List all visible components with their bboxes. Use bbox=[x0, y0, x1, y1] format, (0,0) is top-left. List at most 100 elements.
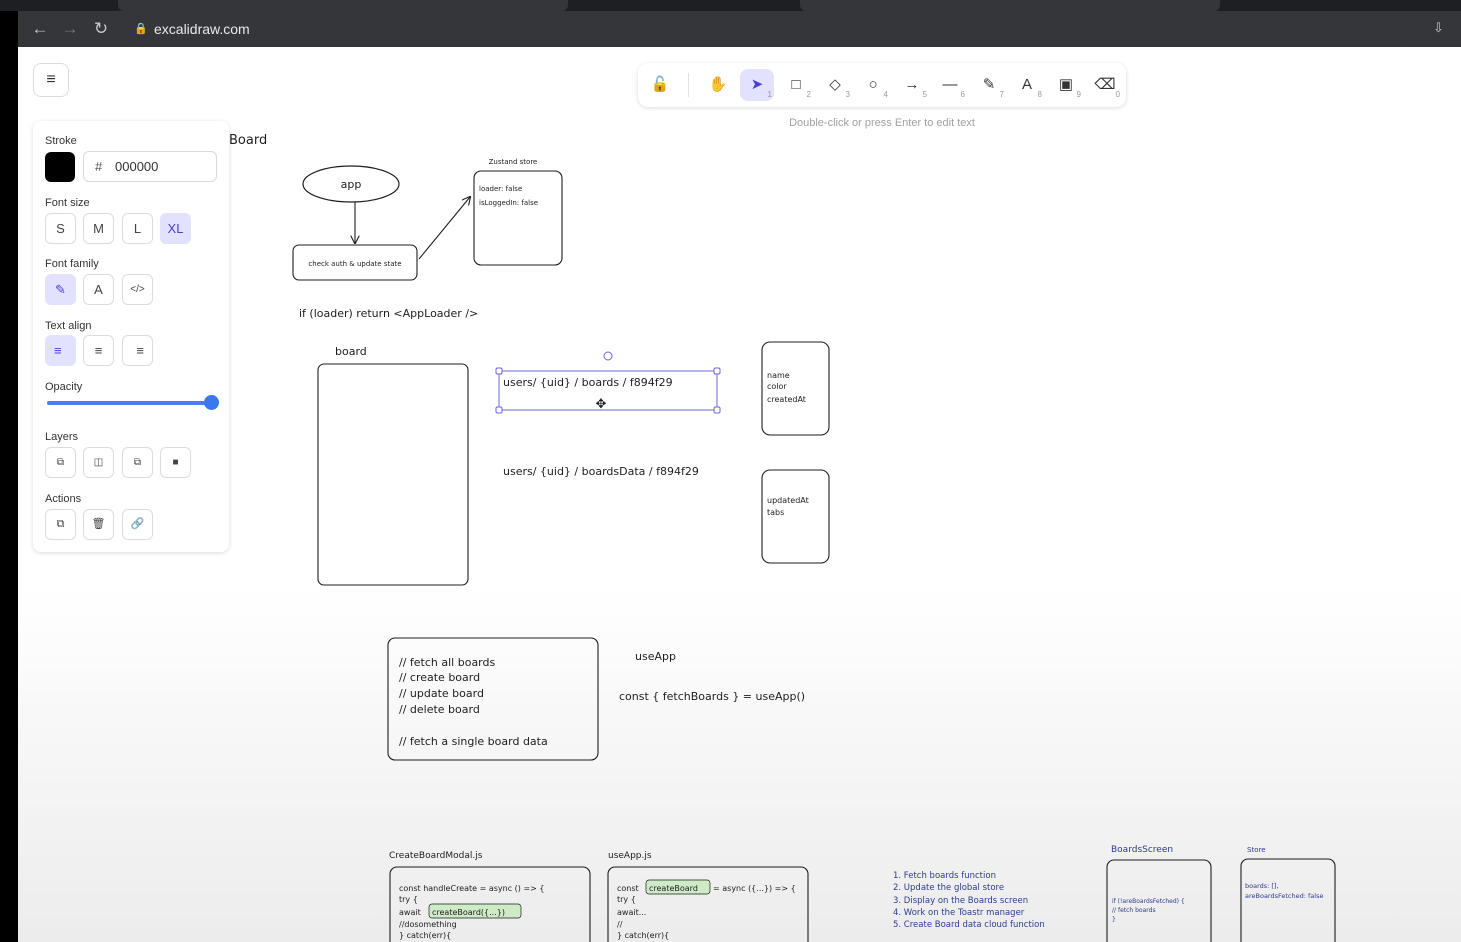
tool-diamond[interactable]: ◇3 bbox=[818, 69, 852, 101]
board-data-fields-box[interactable] bbox=[761, 469, 830, 564]
resize-handle[interactable] bbox=[713, 406, 721, 414]
align-left-button[interactable]: ≡ bbox=[45, 335, 76, 366]
modal-code-box[interactable] bbox=[389, 866, 591, 942]
trash-icon: 🗑 bbox=[91, 518, 106, 530]
path-boards-text[interactable]: users/ {uid} / boards / f894f29 bbox=[503, 376, 673, 389]
send-backward-button[interactable]: ◫ bbox=[83, 447, 114, 478]
modal-code-line: //dosomething bbox=[399, 920, 457, 929]
board-title[interactable]: Board bbox=[229, 133, 267, 148]
zustand-store-box[interactable] bbox=[473, 170, 563, 266]
browser-tab[interactable] bbox=[118, 0, 568, 11]
tool-eraser[interactable]: ⌫0 bbox=[1088, 69, 1122, 101]
arrow-right-icon[interactable]: → bbox=[61, 19, 79, 38]
boards-screen-box[interactable] bbox=[1106, 859, 1212, 942]
store-code: boards: [], bbox=[1245, 882, 1279, 890]
tool-rectangle[interactable]: □2 bbox=[779, 69, 813, 101]
useappjs-code-line: = async ({...}) => { bbox=[713, 884, 796, 893]
board-rect[interactable] bbox=[317, 363, 469, 586]
font-family-label: Font family bbox=[45, 258, 99, 270]
align-right-button[interactable]: ≡ bbox=[122, 335, 153, 366]
step-item[interactable]: 2. Update the global store bbox=[893, 883, 1004, 893]
font-size-s-button[interactable]: S bbox=[45, 213, 76, 244]
arrow-left-icon[interactable]: ← bbox=[31, 19, 49, 38]
font-hand-drawn-button[interactable]: ✎ bbox=[45, 274, 76, 305]
shortcut-key: 3 bbox=[845, 90, 850, 99]
step-item[interactable]: 5. Create Board data cloud function bbox=[893, 920, 1045, 930]
opacity-label: Opacity bbox=[45, 381, 83, 393]
useapp-label[interactable]: useApp bbox=[635, 650, 676, 663]
store-code: areBoardsFetched: false bbox=[1245, 892, 1323, 900]
font-size-xl-button[interactable]: XL bbox=[160, 213, 191, 244]
modal-file-label[interactable]: CreateBoardModal.js bbox=[389, 851, 483, 861]
tool-selection[interactable]: ➤1 bbox=[740, 69, 774, 101]
useapp-code[interactable]: const { fetchBoards } = useApp() bbox=[619, 690, 805, 703]
resize-handle[interactable] bbox=[495, 406, 503, 414]
todo-line: // delete board bbox=[399, 703, 480, 716]
align-center-button[interactable]: ≡ bbox=[83, 335, 114, 366]
tool-lock[interactable]: 🔓 bbox=[643, 69, 677, 101]
loader-code[interactable]: if (loader) return <AppLoader /> bbox=[299, 307, 478, 320]
font-normal-button[interactable]: A bbox=[83, 274, 114, 305]
store-title[interactable]: Store bbox=[1247, 846, 1266, 854]
install-app-icon[interactable]: ⇩ bbox=[1433, 20, 1444, 35]
font-size-label: Font size bbox=[45, 197, 90, 209]
tool-hand[interactable]: ✋ bbox=[701, 69, 735, 101]
send-to-back-button[interactable]: ⧉ bbox=[45, 447, 76, 478]
code-icon: </> bbox=[130, 284, 145, 295]
tool-ellipse[interactable]: ○4 bbox=[856, 69, 890, 101]
font-size-m-button[interactable]: M bbox=[83, 213, 114, 244]
stroke-hex-input[interactable]: # 000000 bbox=[83, 151, 217, 182]
auth-to-store-arrow[interactable] bbox=[418, 197, 470, 260]
reload-icon[interactable]: ↻ bbox=[93, 19, 109, 38]
main-menu-button[interactable]: ≡ bbox=[33, 63, 69, 97]
tool-arrow[interactable]: →5 bbox=[895, 69, 929, 101]
font-size-l-button[interactable]: L bbox=[122, 213, 153, 244]
font-code-button[interactable]: </> bbox=[122, 274, 153, 305]
modal-code-line: try { bbox=[399, 895, 418, 904]
link-button[interactable]: 🔗 bbox=[122, 509, 153, 540]
tool-image[interactable]: ▣9 bbox=[1049, 69, 1083, 101]
boards-screen-title[interactable]: BoardsScreen bbox=[1111, 845, 1173, 855]
delete-button[interactable]: 🗑 bbox=[83, 509, 114, 540]
lock-icon: 🔒 bbox=[134, 23, 148, 35]
useappjs-file-label[interactable]: useApp.js bbox=[608, 851, 652, 861]
code-highlight bbox=[645, 879, 711, 895]
store-box[interactable] bbox=[1240, 858, 1336, 942]
board-fields-box[interactable] bbox=[761, 341, 830, 436]
align-left-icon: ≡ bbox=[54, 343, 62, 358]
modal-code-line: const handleCreate = async () => { bbox=[399, 884, 545, 893]
duplicate-button[interactable]: ⧉ bbox=[45, 509, 76, 540]
drawing-scene[interactable]: Board app check auth & update state Zust… bbox=[18, 47, 1461, 942]
step-item[interactable]: 3. Display on the Boards screen bbox=[893, 896, 1028, 906]
address-bar[interactable]: 🔒 excalidraw.com bbox=[124, 16, 1414, 42]
selection-box[interactable] bbox=[498, 370, 718, 411]
todo-line: // update board bbox=[399, 687, 484, 700]
step-item[interactable]: 1. Fetch boards function bbox=[893, 871, 996, 881]
check-auth-label: check auth & update state bbox=[308, 260, 401, 268]
stroke-color-swatch[interactable] bbox=[45, 152, 75, 182]
step-item[interactable]: 4. Work on the Toastr manager bbox=[893, 908, 1025, 918]
app-label: app bbox=[341, 178, 362, 191]
useappjs-code-box[interactable] bbox=[607, 866, 809, 942]
cursor-icon: ➤ bbox=[750, 76, 764, 93]
bring-to-front-button[interactable]: ■ bbox=[160, 447, 191, 478]
resize-handle[interactable] bbox=[713, 367, 721, 375]
duplicate-icon: ⧉ bbox=[56, 518, 65, 530]
opacity-slider-thumb[interactable] bbox=[204, 395, 219, 410]
browser-tab[interactable] bbox=[800, 0, 1220, 11]
todo-box[interactable] bbox=[387, 637, 599, 761]
resize-handle[interactable] bbox=[495, 367, 503, 375]
opacity-slider-track[interactable] bbox=[47, 401, 212, 405]
hamburger-icon: ≡ bbox=[46, 71, 56, 88]
link-icon: 🔗 bbox=[130, 518, 145, 530]
rotation-handle[interactable] bbox=[603, 351, 613, 361]
excalidraw-canvas[interactable]: Board app check auth & update state Zust… bbox=[18, 47, 1461, 942]
tool-draw[interactable]: ✎7 bbox=[972, 69, 1006, 101]
check-auth-box[interactable] bbox=[292, 244, 418, 281]
bring-forward-button[interactable]: ⧉ bbox=[122, 447, 153, 478]
app-ellipse[interactable] bbox=[302, 165, 400, 203]
board-label[interactable]: board bbox=[335, 345, 367, 358]
path-boards-data-text[interactable]: users/ {uid} / boardsData / f894f29 bbox=[503, 465, 699, 478]
tool-line[interactable]: —6 bbox=[933, 69, 967, 101]
